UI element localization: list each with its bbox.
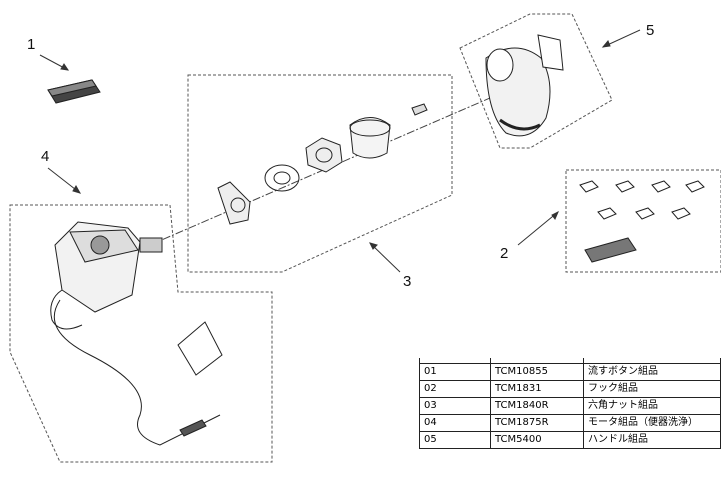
group-4-outline	[9, 204, 273, 463]
group-2-outline	[565, 169, 721, 273]
part-name: モータ組品（便器洗浄）	[583, 414, 721, 432]
group-outlines	[9, 13, 721, 463]
part-no: 05	[419, 431, 491, 449]
callout-4: 4	[41, 148, 50, 165]
part-code: TCM1875R	[490, 414, 584, 432]
leader-arrows	[39, 29, 641, 273]
part-name: 六角ナット組品	[583, 397, 721, 415]
part-5-handle	[485, 34, 564, 137]
group-3-outline	[187, 74, 453, 273]
part-name: 流すボタン組品	[583, 363, 721, 381]
part-code: TCM10855	[490, 363, 584, 381]
part-4-motor	[50, 221, 223, 446]
part-no: 02	[419, 380, 491, 398]
group-5-outline	[459, 13, 613, 149]
callout-5: 5	[646, 22, 655, 39]
part-2-hooks	[579, 180, 705, 263]
part-code: TCM1840R	[490, 397, 584, 415]
part-1-button-pad	[47, 79, 101, 104]
callout-3: 3	[403, 273, 412, 290]
part-no: 03	[419, 397, 491, 415]
callout-2: 2	[500, 245, 509, 262]
part-name: ハンドル組品	[583, 431, 721, 449]
part-code: TCM1831	[490, 380, 584, 398]
callout-1: 1	[27, 36, 36, 53]
part-name: フック組品	[583, 380, 721, 398]
part-no: 01	[419, 363, 491, 381]
part-code: TCM5400	[490, 431, 584, 449]
part-no: 04	[419, 414, 491, 432]
part-3-assembly	[217, 103, 428, 225]
